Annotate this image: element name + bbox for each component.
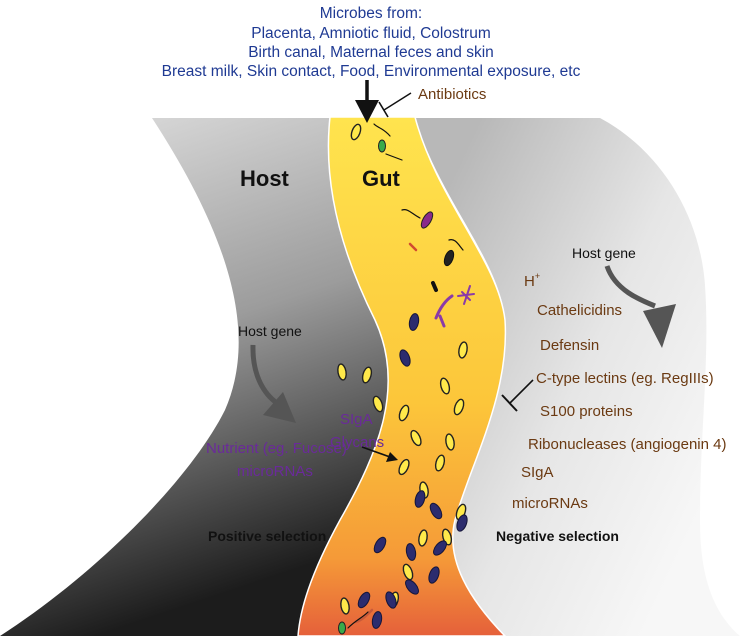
bacterium-icon bbox=[340, 597, 350, 615]
curved-arrow-icon bbox=[604, 265, 676, 348]
positive-nutrient: Nutrient (eg. Fucose) bbox=[206, 440, 347, 457]
bacterium-icon bbox=[429, 502, 443, 520]
negative-s100: S100 proteins bbox=[540, 403, 633, 420]
bacterium-icon bbox=[338, 621, 346, 635]
down-arrow-icon bbox=[355, 80, 379, 123]
microbe-sources: Microbes from: Placenta, Amniotic fluid,… bbox=[162, 5, 581, 80]
nutrient-arrow-icon bbox=[361, 446, 398, 462]
curved-arrow-icon bbox=[250, 344, 296, 423]
bacterium-icon bbox=[371, 611, 383, 629]
negative-defensin: Defensin bbox=[540, 337, 599, 354]
bacterium-icon bbox=[445, 433, 455, 451]
bacterium-icon bbox=[357, 591, 371, 609]
bacterium-icon bbox=[443, 249, 455, 267]
bacterium-icon bbox=[402, 563, 414, 581]
bacterium-icon bbox=[361, 366, 373, 384]
bacterium-icon bbox=[439, 377, 451, 395]
bacterium-icon bbox=[337, 363, 347, 381]
negative-h-plus: H+ bbox=[524, 271, 540, 290]
bacterium-icon bbox=[408, 313, 420, 331]
positive-factors: SIgA Glycans Nutrient (eg. Fucose) micro… bbox=[206, 411, 384, 480]
host-gene-left-label: Host gene bbox=[238, 323, 302, 339]
bacterium-icon bbox=[347, 611, 369, 629]
bacterium-icon bbox=[405, 543, 417, 561]
bacterium-icon bbox=[372, 395, 384, 413]
bacterium-icon bbox=[410, 429, 422, 447]
positive-siga: SIgA bbox=[340, 411, 373, 428]
bacterium-icon bbox=[434, 294, 454, 320]
sources-title: Microbes from: bbox=[320, 5, 423, 22]
bacterium-icon bbox=[385, 591, 397, 609]
bacterium-icon bbox=[398, 404, 410, 422]
bacterium-icon bbox=[401, 209, 421, 219]
sources-line-2: Birth canal, Maternal feces and skin bbox=[248, 44, 494, 61]
bacterium-icon bbox=[433, 540, 447, 556]
antibiotics-label: Antibiotics bbox=[418, 86, 486, 103]
bacterium-icon bbox=[373, 536, 387, 554]
negative-micrornas: microRNAs bbox=[512, 495, 588, 512]
gut-heading: Gut bbox=[362, 166, 401, 191]
bacterium-icon bbox=[405, 579, 419, 595]
bacterium-icon bbox=[414, 490, 426, 508]
bacterium-icon bbox=[428, 566, 440, 584]
negative-siga: SIgA bbox=[521, 464, 554, 481]
negative-ctype-lectins: C-type lectins (eg. RegIIIs) bbox=[536, 370, 714, 387]
negative-ribonucleases: Ribonucleases (angiogenin 4) bbox=[528, 436, 726, 453]
negative-selection-label: Negative selection bbox=[496, 528, 619, 544]
bacterium-icon bbox=[448, 239, 464, 251]
bacterium-icon bbox=[457, 285, 475, 305]
negative-cathelicidins: Cathelicidins bbox=[537, 302, 622, 319]
bacterium-icon bbox=[378, 139, 386, 153]
bacterium-icon bbox=[399, 349, 411, 367]
sources-line-3: Breast milk, Skin contact, Food, Environ… bbox=[162, 63, 581, 80]
host-gene-right-label: Host gene bbox=[572, 245, 636, 261]
bacterium-icon bbox=[354, 608, 374, 624]
positive-selection-label: Positive selection bbox=[208, 528, 326, 544]
inhibition-bar-icon bbox=[501, 379, 534, 412]
bacterium-icon bbox=[431, 281, 438, 292]
bacterium-icon bbox=[434, 454, 446, 472]
bacterium-icon bbox=[456, 514, 468, 532]
bacterium-icon bbox=[438, 314, 446, 328]
bacterium-icon bbox=[350, 123, 362, 141]
positive-glycans: Glycans bbox=[330, 434, 384, 451]
bacterium-icon bbox=[398, 458, 410, 476]
bacterium-icon bbox=[418, 529, 428, 547]
bacterium-icon bbox=[373, 123, 391, 137]
bacterium-icon bbox=[408, 242, 418, 252]
bacterium-icon bbox=[420, 211, 434, 229]
positive-micrornas: microRNAs bbox=[237, 463, 313, 480]
inhibition-bar-icon bbox=[378, 92, 412, 118]
bacterium-icon bbox=[453, 398, 465, 416]
negative-factors: H+ Cathelicidins Defensin C-type lectins… bbox=[512, 271, 726, 512]
bacterium-icon bbox=[385, 153, 403, 161]
gut-wall bbox=[415, 118, 740, 636]
bacterium-icon bbox=[458, 341, 468, 359]
host-heading: Host bbox=[240, 166, 290, 191]
host-tissue bbox=[0, 118, 389, 636]
gut-microbes bbox=[337, 123, 475, 635]
sources-line-1: Placenta, Amniotic fluid, Colostrum bbox=[251, 25, 491, 42]
